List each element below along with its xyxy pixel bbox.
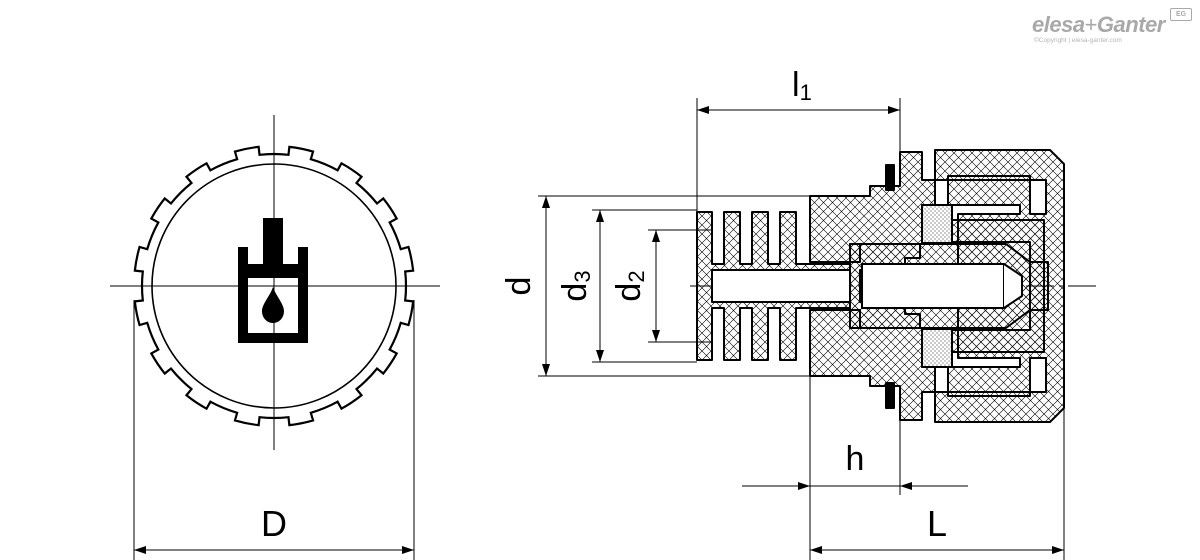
- plug-bore: [861, 263, 1005, 309]
- label-d: d: [500, 277, 538, 296]
- inner-face-circle: [151, 163, 397, 409]
- label-d2: d2: [610, 270, 649, 301]
- oil-symbol-icon: [238, 218, 308, 343]
- brand-badge-icon: EG: [1170, 8, 1192, 21]
- section-view: [690, 149, 1100, 423]
- label-D: D: [261, 503, 287, 544]
- brand-wordmark: elesa+Ganter: [1032, 12, 1165, 37]
- plug-tip: [1003, 263, 1023, 309]
- front-view: [110, 115, 440, 450]
- label-l1: l1: [792, 66, 812, 105]
- label-L: L: [927, 503, 947, 544]
- shaft-bore: [711, 269, 851, 303]
- filter-bottom: [921, 328, 953, 368]
- knurled-rim: [133, 145, 415, 427]
- label-d3: d3: [556, 270, 595, 301]
- filter-top: [921, 204, 953, 244]
- seal-ring-bottom: [885, 382, 895, 409]
- seal-ring-top: [885, 164, 895, 191]
- dimension-lines: [133, 98, 1065, 560]
- brand-copyright: ©Copyright | elesa-ganter.com: [1034, 37, 1122, 44]
- oil-drop-icon: [262, 287, 284, 323]
- dimension-labels: D l1 d d3 d2 h L: [261, 66, 947, 544]
- label-h: h: [846, 440, 865, 478]
- brand-logo: elesa+Ganter EG ©Copyright | elesa-gante…: [1032, 8, 1200, 48]
